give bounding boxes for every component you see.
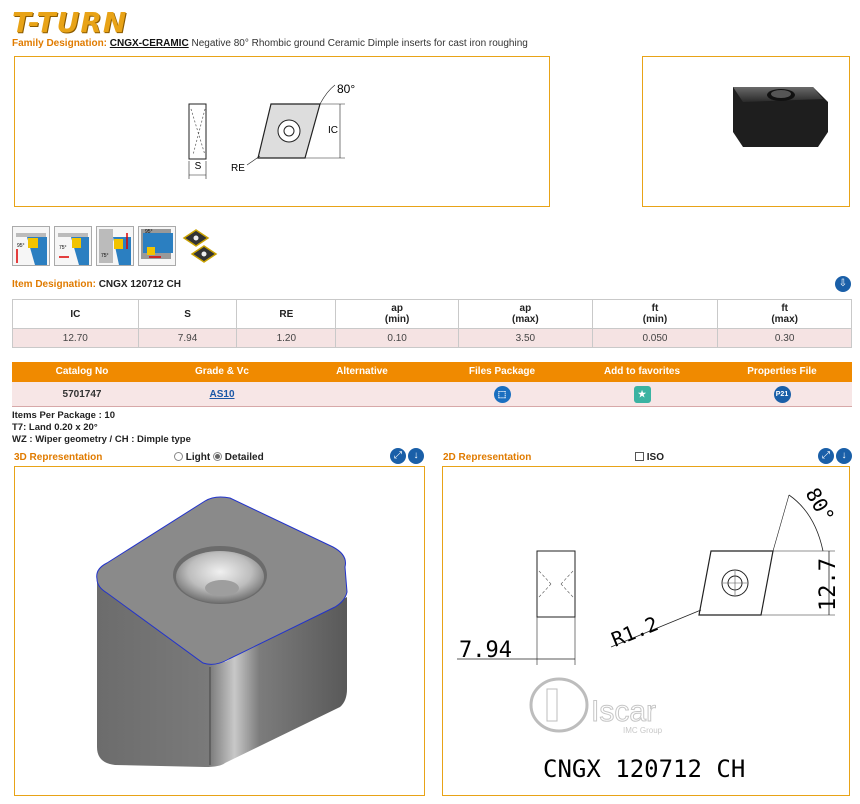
render-mode-options: Light Detailed [174,452,264,463]
iso-label: ISO [646,452,665,463]
grade-cell: AS10 [152,382,292,406]
dim-ic-label: IC [328,125,338,136]
param-value: 0.050 [591,328,719,348]
properties-cell: P21 [712,382,852,406]
dim-radius: R1.2 [608,611,662,651]
insert-2d-drawing: 7.94 12.7 80° R1.2 Iscar IMC Group CNGX … [457,484,841,783]
insert-diagram: S IC 80° RE [188,82,355,179]
dim-s-label: S [195,161,202,172]
item-label: Item Designation: [12,279,96,290]
catalog-col-header: Catalog No [55,366,109,377]
param-header: ft(max) [717,299,852,329]
note-line: Items Per Package : 10 [12,410,115,421]
dim-ic: 12.7 [816,558,841,611]
catalog-number: 5701747 [62,389,102,400]
properties-file-icon[interactable]: P21 [773,385,791,403]
radio-detailed[interactable] [213,452,222,461]
family-designation: Family Designation: CNGX-CERAMIC Negativ… [12,38,528,49]
param-header: ft(min) [591,299,719,329]
radio-light[interactable] [174,452,183,461]
family-description: Negative 80° Rhombic ground Ceramic Dimp… [191,38,528,49]
brand-logo: T-TURN [12,6,128,39]
expand-3d-icon[interactable]: ⤢ [390,448,406,464]
svg-text:95°: 95° [17,243,25,249]
param-header: S [137,299,238,329]
rep2d-panel: 7.94 12.7 80° R1.2 Iscar IMC Group CNGX … [442,466,850,796]
application-icons: 95° 75° 75° 95° [12,226,218,266]
insert-photo-panel [642,56,850,207]
catalog-col-header: Grade & Vc [195,366,249,377]
param-value: 0.10 [335,328,460,348]
catalog-col-header: Properties File [747,366,817,377]
insert-pair-icon[interactable] [180,226,218,266]
note-line: WZ : Wiper geometry / CH : Dimple type [12,434,191,445]
insert-diagram-panel: S IC 80° RE [14,56,550,207]
files-package-icon[interactable]: ⬚ [493,385,511,403]
param-value: 1.20 [236,328,337,348]
iso-toggle: ISO [635,452,664,463]
parameters-value-row: 12.70 7.94 1.20 0.10 3.50 0.050 0.30 [12,328,852,348]
param-header: IC [12,299,139,329]
expand-2d-icon[interactable]: ⤢ [818,448,834,464]
insert-photo [733,87,828,147]
catalog-col-header: Files Package [468,366,536,377]
rep3d-title: 3D Representation [14,452,103,463]
svg-text:75°: 75° [59,245,67,251]
alternative-cell [292,382,432,406]
tool-75b-icon[interactable]: 75° [96,226,134,266]
param-value: 7.94 [137,328,238,348]
favorites-cell: ★ [572,382,712,406]
radio-detailed-label: Detailed [224,452,264,463]
radio-light-label: Light [185,452,211,463]
iso-checkbox[interactable] [635,452,644,461]
item-designation: Item Designation: CNGX 120712 CH [12,279,181,290]
svg-text:95°: 95° [145,229,153,235]
files-package-cell: ⬚ [432,382,572,406]
tool-95b-icon[interactable]: 95° [138,226,176,266]
catalog-header: Catalog No Grade & Vc Alternative Files … [12,362,852,382]
insert-3d-view [96,496,348,767]
download-3d-icon[interactable]: ↓ [408,448,424,464]
download-icon[interactable]: ⇩ [835,276,851,292]
watermark-logo: Iscar IMC Group [529,677,663,735]
param-value: 0.30 [717,328,852,348]
param-header: ap(min) [335,299,460,329]
drawing-designation: CNGX 120712 CH [543,755,745,783]
grade-link[interactable]: AS10 [209,389,235,400]
dim-angle-label: 80° [337,82,355,96]
watermark-text: Iscar [591,695,656,728]
catalog-row: 5701747 AS10 ⬚ ★ P21 [12,382,852,407]
param-value: 12.70 [12,328,139,348]
catalog-col-header: Alternative [336,366,388,377]
rep2d-title: 2D Representation [443,452,532,463]
parameters-header-row: IC S RE ap(min) ap(max) ft(min) ft(max) [12,299,852,329]
dim-angle: 80° [801,484,840,527]
family-code-link[interactable]: CNGX-CERAMIC [109,38,189,49]
family-label: Family Designation: [12,38,108,49]
item-notes: Items Per Package : 10 T7: Land 0.20 x 2… [12,410,191,446]
catalog-col-header: Add to favorites [603,366,681,377]
item-value: CNGX 120712 CH [98,279,181,290]
param-header: RE [236,299,337,329]
dim-thickness: 7.94 [459,638,512,663]
parameters-table: IC S RE ap(min) ap(max) ft(min) ft(max) … [12,299,852,348]
note-line: T7: Land 0.20 x 20° [12,422,98,433]
dim-re-label: RE [231,163,245,174]
tool-95-icon[interactable]: 95° [12,226,50,266]
add-favorite-icon[interactable]: ★ [633,385,651,403]
param-header: ap(max) [458,299,593,329]
param-value: 3.50 [458,328,593,348]
watermark-subtext: IMC Group [623,726,663,735]
svg-text:75°: 75° [101,253,109,259]
tool-75-icon[interactable]: 75° [54,226,92,266]
rep3d-panel [14,466,425,796]
download-2d-icon[interactable]: ↓ [836,448,852,464]
